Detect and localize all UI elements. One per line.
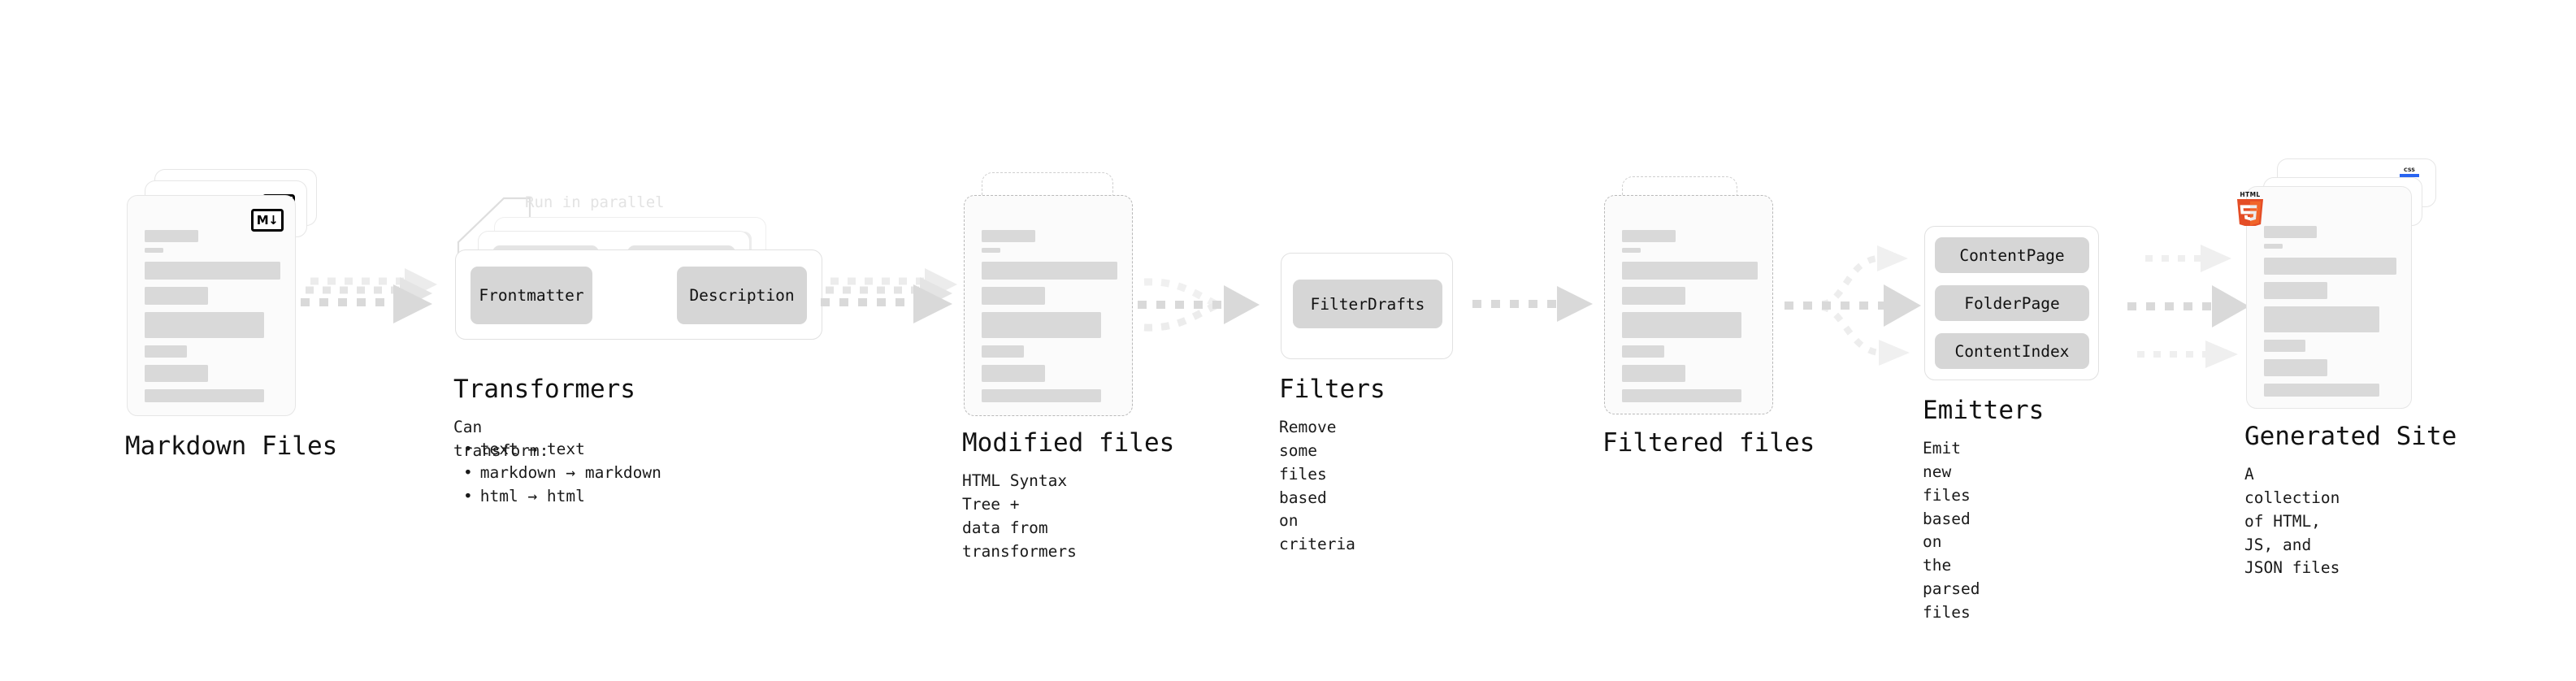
doc-line (145, 389, 264, 402)
markdown-file-sheet-front: M↓ (127, 195, 296, 416)
emitter-chip-contentindex[interactable]: ContentIndex (1935, 333, 2089, 369)
doc-line (145, 248, 163, 253)
transformers-bullet: text → text (463, 438, 661, 462)
doc-line (982, 248, 1000, 253)
connector-filters-to-filtered (1472, 286, 1593, 322)
css-icon: CSS (2400, 167, 2419, 178)
doc-line (1622, 345, 1664, 358)
stage-subtitle-generated-site: A collection of HTML, JS, and JSON files (2244, 465, 2340, 578)
doc-line (1622, 365, 1685, 382)
stage-title-filters: Filters (1279, 375, 1386, 404)
doc-line (2264, 258, 2396, 275)
doc-line (145, 345, 187, 358)
stage-subtitle-modified-files: HTML Syntax Tree + data from transformer… (962, 471, 1077, 561)
doc-line (2264, 282, 2327, 299)
doc-skeleton-lines (1622, 230, 1758, 402)
doc-line (2264, 359, 2327, 376)
doc-line (982, 345, 1024, 358)
emitter-chip-label: ContentPage (1959, 245, 2065, 265)
transformer-chip-description[interactable]: Description (677, 267, 807, 324)
generated-site-sheet-html: HTML (2237, 186, 2412, 409)
doc-line (1622, 230, 1676, 242)
markdown-icon-glyph: M↓ (256, 212, 279, 228)
doc-line (2264, 226, 2317, 238)
doc-line (1622, 312, 1741, 338)
stage-title-generated-site: Generated Site (2244, 422, 2457, 451)
css-icon-bar (2400, 174, 2419, 177)
filter-chip-filterdrafts[interactable]: FilterDrafts (1293, 280, 1442, 328)
doc-line (145, 287, 208, 305)
html5-icon-label: HTML (2240, 191, 2261, 198)
css-icon-label: CSS (2404, 167, 2415, 173)
doc-line (1622, 287, 1685, 305)
doc-skeleton-lines (2264, 226, 2396, 397)
run-in-parallel-bracket (457, 197, 531, 268)
doc-line (982, 389, 1101, 402)
transformer-chip-frontmatter[interactable]: Frontmatter (471, 267, 592, 324)
filter-chip-label: FilterDrafts (1310, 294, 1425, 314)
stage-subtitle-emitters: Emit new files based on the parsed files (1923, 439, 1980, 622)
doc-line (1622, 248, 1641, 253)
doc-line (145, 230, 198, 242)
doc-line (145, 262, 280, 280)
doc-skeleton-lines (145, 230, 280, 402)
doc-line (145, 312, 264, 338)
doc-skeleton-lines (982, 230, 1117, 402)
doc-line (1622, 389, 1741, 402)
doc-line (982, 287, 1045, 305)
stage-subtitle-filters: Remove some files based on criteria (1279, 418, 1355, 554)
doc-line (2264, 340, 2305, 352)
doc-line (2264, 384, 2379, 397)
doc-line (2264, 306, 2379, 332)
transformer-panel-front: Frontmatter Description (455, 249, 822, 340)
html5-shield-shape (2237, 199, 2263, 226)
filters-panel: FilterDrafts (1281, 253, 1453, 359)
stage-title-transformers: Transformers (453, 375, 635, 404)
connector-emitters-to-site (2127, 245, 2249, 368)
stage-title-modified-files: Modified files (962, 428, 1175, 458)
doc-line (982, 230, 1035, 242)
stage-title-markdown-files: Markdown Files (125, 432, 338, 461)
emitter-chip-label: ContentIndex (1954, 341, 2070, 361)
doc-line (982, 365, 1045, 382)
connector-transformers-to-modified (821, 268, 957, 323)
transformers-bullet: markdown → markdown (463, 462, 661, 485)
stage-title-filtered-files: Filtered files (1602, 428, 1815, 458)
filtered-file-sheet-front (1604, 195, 1773, 414)
emitter-chip-folderpage[interactable]: FolderPage (1935, 285, 2089, 321)
emitter-chip-label: FolderPage (1964, 293, 2060, 313)
transformers-bullet-list: text → text markdown → markdown html → h… (463, 438, 661, 509)
run-in-parallel-label: Run in parallel (525, 193, 665, 211)
emitter-chip-contentpage[interactable]: ContentPage (1935, 237, 2089, 273)
stage-title-emitters: Emitters (1923, 396, 2045, 425)
transformers-bullet: html → html (463, 485, 661, 509)
modified-file-sheet-front (964, 195, 1133, 416)
transformer-chip-label: Frontmatter (479, 286, 584, 305)
connector-filtered-to-emitters (1785, 245, 1921, 366)
connector-markdown-to-transformers (301, 268, 437, 323)
doc-line (145, 365, 208, 382)
doc-line (2264, 244, 2283, 249)
doc-line (982, 262, 1117, 280)
html5-icon: HTML (2236, 192, 2265, 226)
doc-line (1622, 262, 1758, 280)
connector-modified-to-filters (1138, 278, 1260, 332)
emitters-panel: ContentPage FolderPage ContentIndex (1924, 226, 2099, 380)
markdown-icon: M↓ (251, 209, 284, 232)
transformer-chip-label: Description (689, 286, 795, 305)
doc-line (982, 312, 1101, 338)
